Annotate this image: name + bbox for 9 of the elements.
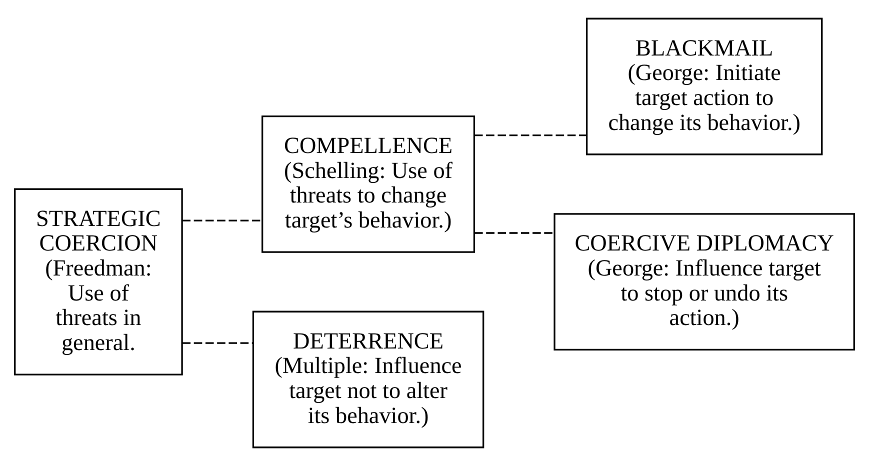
node-box: BLACKMAIL (George: Initiate target action to change its behavior.) xyxy=(586,18,823,156)
node-box: COMPELLENCE (Schelling: Use of threats to change target’s behavior.) xyxy=(262,115,476,253)
node-box: COERCIVE DIPLOMACY (George: Influence target to stop or undo its action.) xyxy=(554,213,855,351)
node-box: STRATEGIC COERCION (Freedman: Use of threats in general. xyxy=(14,188,183,376)
connector xyxy=(182,220,262,222)
connector xyxy=(474,134,586,136)
connector xyxy=(474,232,554,234)
node-box: DETERRENCE (Multiple: Influence target not to alter its behavior.) xyxy=(252,310,484,448)
connector xyxy=(182,342,254,344)
